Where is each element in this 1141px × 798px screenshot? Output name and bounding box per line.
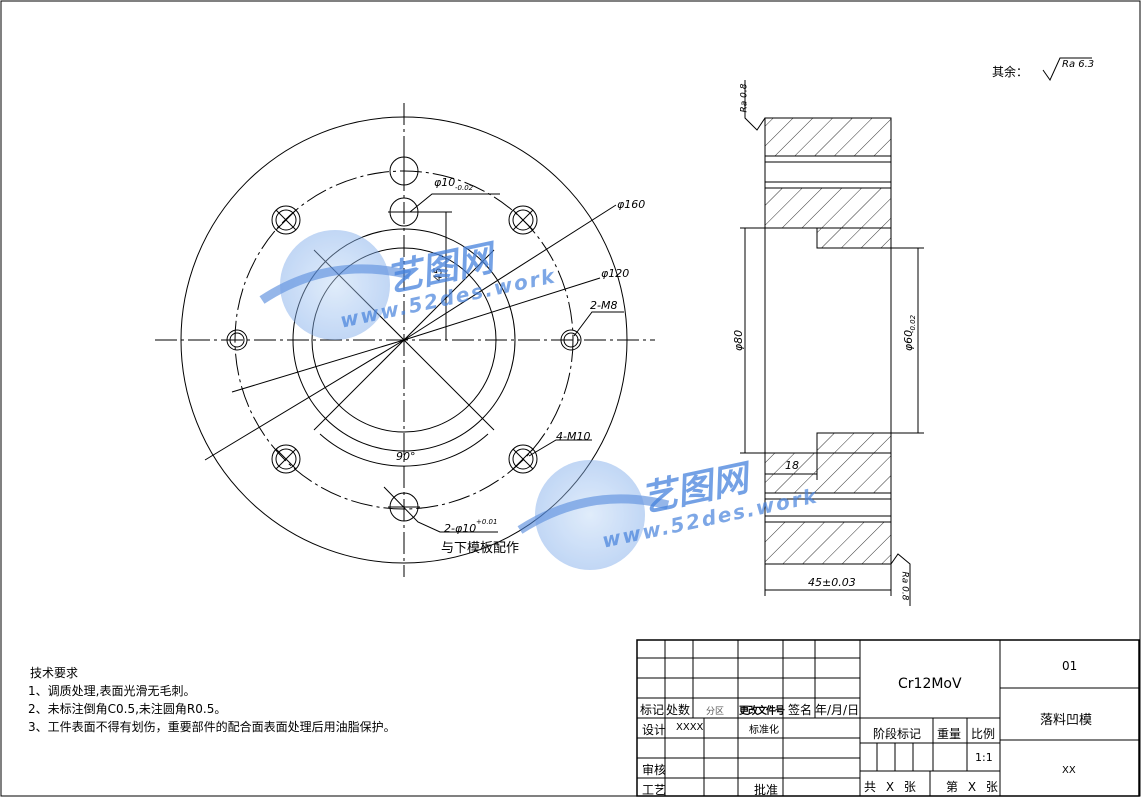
dowel-hole-top	[389, 156, 419, 186]
review-label: 审核	[642, 763, 667, 777]
leader-160-ext	[204, 339, 405, 461]
inner-circle-outer	[292, 228, 516, 452]
mating-note: 与下模板配作	[441, 541, 520, 556]
approve-label: 批准	[754, 783, 779, 797]
section-hatch-bottom	[764, 521, 892, 565]
dim-thread-m10: 4-M10	[556, 430, 591, 443]
leader-m10	[528, 439, 592, 457]
ra-symbol-top	[744, 80, 766, 131]
drawing-number: 01	[1062, 659, 1078, 673]
tech-req-item-1: 1、调质处理,表面光滑无毛刺。	[28, 684, 196, 698]
sheet-number: 第 X 张	[946, 780, 998, 794]
ra-top-label: Ra 0.8	[739, 83, 750, 113]
dim-dowel-label: φ10	[434, 176, 456, 189]
title-block	[636, 639, 1140, 797]
leader-160	[403, 204, 617, 341]
ra-bottom-label: Ra 0.8	[899, 571, 910, 601]
leader-pin-holes	[383, 486, 498, 533]
header-signature: 签名	[788, 703, 813, 717]
material-name: Cr12MoV	[898, 676, 962, 692]
tech-req-title: 技术要求	[30, 666, 79, 680]
ra-symbol-bottom	[890, 553, 911, 606]
sheets-total: 共 X 张	[864, 780, 916, 794]
weight-label: 重量	[937, 727, 962, 741]
watermark-logo-2	[517, 460, 670, 570]
leader-120	[403, 277, 601, 341]
header-mark: 标记	[640, 703, 665, 717]
m10-hole-top-right	[508, 205, 538, 235]
section-hatch-top	[764, 117, 892, 157]
dim-bolt-circle: φ160	[617, 198, 646, 211]
roughness-symbol	[1042, 57, 1092, 82]
m10-hole-bottom-right	[508, 444, 538, 474]
section-hatch-upper	[764, 187, 892, 229]
scale-label: 比例	[971, 727, 996, 741]
dim-step-18: 18	[785, 459, 799, 472]
header-change-doc: 更改文件号	[739, 706, 785, 717]
tech-req-item-3: 3、工件表面不得有划伤，重要部件的配合面表面处理后用油脂保护。	[28, 720, 396, 734]
watermark-logo-1	[259, 230, 412, 340]
surface-finish-prefix: 其余：	[992, 65, 1029, 79]
dim-dowel-tol: -0.02	[455, 184, 474, 192]
thread-hole-left	[226, 329, 248, 351]
header-count: 处数	[666, 703, 691, 717]
scale-value: 1:1	[975, 751, 993, 764]
dim-bore-80: φ80	[732, 329, 746, 352]
leader-120-ext	[231, 339, 405, 393]
dim-angle-90: 90°	[396, 450, 416, 463]
stage-label: 阶段标记	[873, 727, 922, 741]
design-label: 设计	[642, 723, 667, 737]
standardize-label: 标准化	[749, 725, 779, 736]
section-view	[740, 80, 924, 606]
dim-pin-holes: 2-φ10	[444, 522, 477, 535]
m10-hole-bottom-left	[271, 444, 301, 474]
dim-inner-circle: φ120	[601, 267, 630, 280]
leader-dowel	[409, 193, 500, 213]
company-name: XX	[1062, 765, 1076, 776]
header-zone: 分区	[706, 707, 725, 717]
angle-90-arc	[319, 433, 489, 467]
dim-thread-m8: 2-M8	[590, 299, 618, 312]
surface-finish-value: Ra 6.3	[1062, 59, 1095, 70]
designer-name: XXXX	[676, 722, 704, 733]
leader-m8	[573, 311, 624, 337]
outer-circle	[180, 116, 628, 564]
thread-hole-right	[560, 329, 582, 351]
dim-bore-60-tol: -0.02	[909, 314, 918, 334]
tech-req-item-2: 2、未标注倒角C0.5,未注圆角R0.5。	[28, 702, 227, 716]
dim-pin-holes-tol: +0.01	[476, 518, 498, 526]
section-hatch-lower	[764, 452, 892, 494]
front-view	[155, 103, 655, 577]
dim-thickness: 45±0.03	[808, 576, 856, 589]
m10-hole-top-left	[271, 205, 301, 235]
header-date: 年/月/日	[815, 703, 860, 717]
part-name: 落料凹模	[1040, 713, 1093, 728]
inner-circle-bore	[311, 247, 497, 433]
process-label: 工艺	[642, 783, 667, 797]
